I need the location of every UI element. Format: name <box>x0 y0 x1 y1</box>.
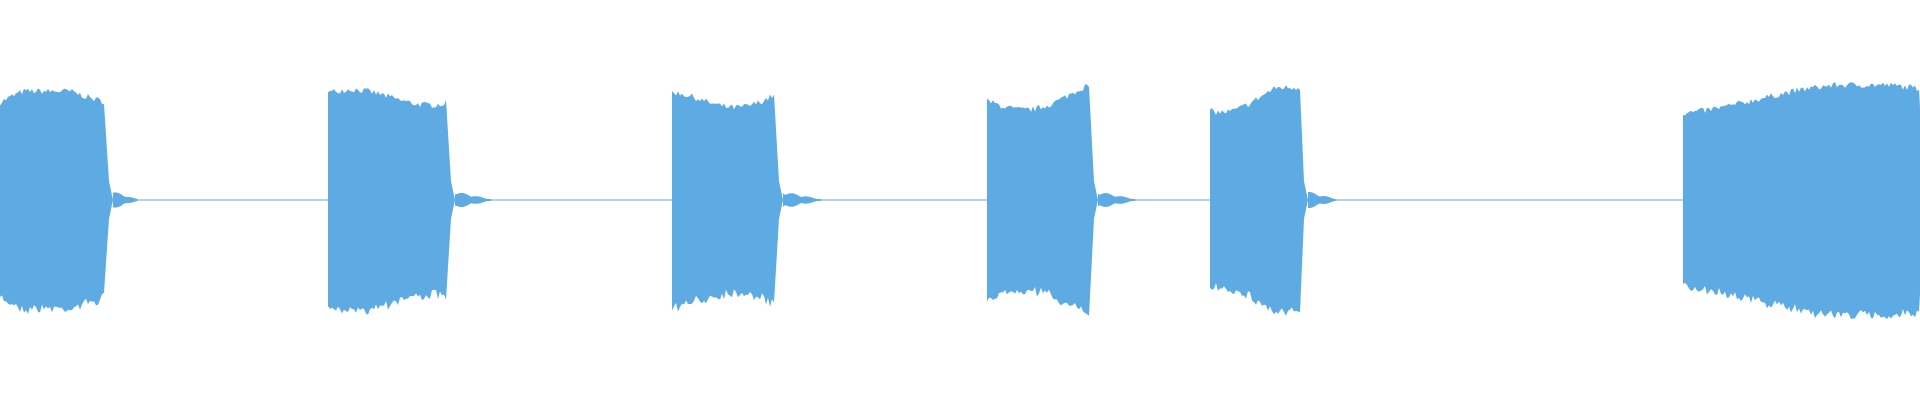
waveform-segment <box>328 88 455 315</box>
waveform-segment <box>672 91 783 312</box>
waveform-segment <box>0 88 113 314</box>
waveform-decay <box>455 192 495 208</box>
waveform-segment <box>987 84 1098 316</box>
waveform-decay <box>1098 193 1140 207</box>
waveform-decay <box>783 193 825 207</box>
waveform-segment <box>1683 82 1920 320</box>
waveform-segments <box>0 82 1920 320</box>
waveform-segment <box>1210 85 1308 316</box>
waveform-decay <box>113 192 139 208</box>
waveform-decay <box>1308 192 1340 208</box>
